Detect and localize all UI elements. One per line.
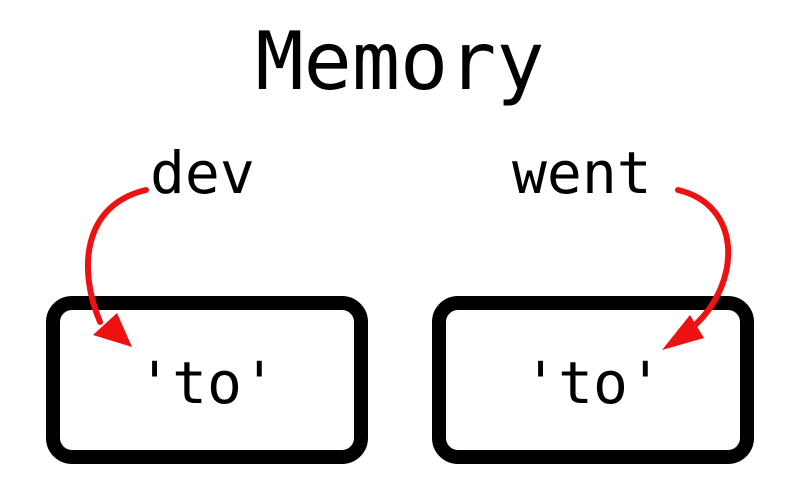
memory-value-right: 'to': [523, 349, 663, 417]
diagram-title: Memory: [255, 15, 545, 108]
variable-label-went: went: [512, 139, 652, 207]
variable-label-dev: dev: [150, 139, 255, 207]
memory-value-left: 'to': [137, 349, 277, 417]
memory-box-right: 'to': [432, 296, 754, 464]
memory-box-left: 'to': [46, 296, 368, 464]
